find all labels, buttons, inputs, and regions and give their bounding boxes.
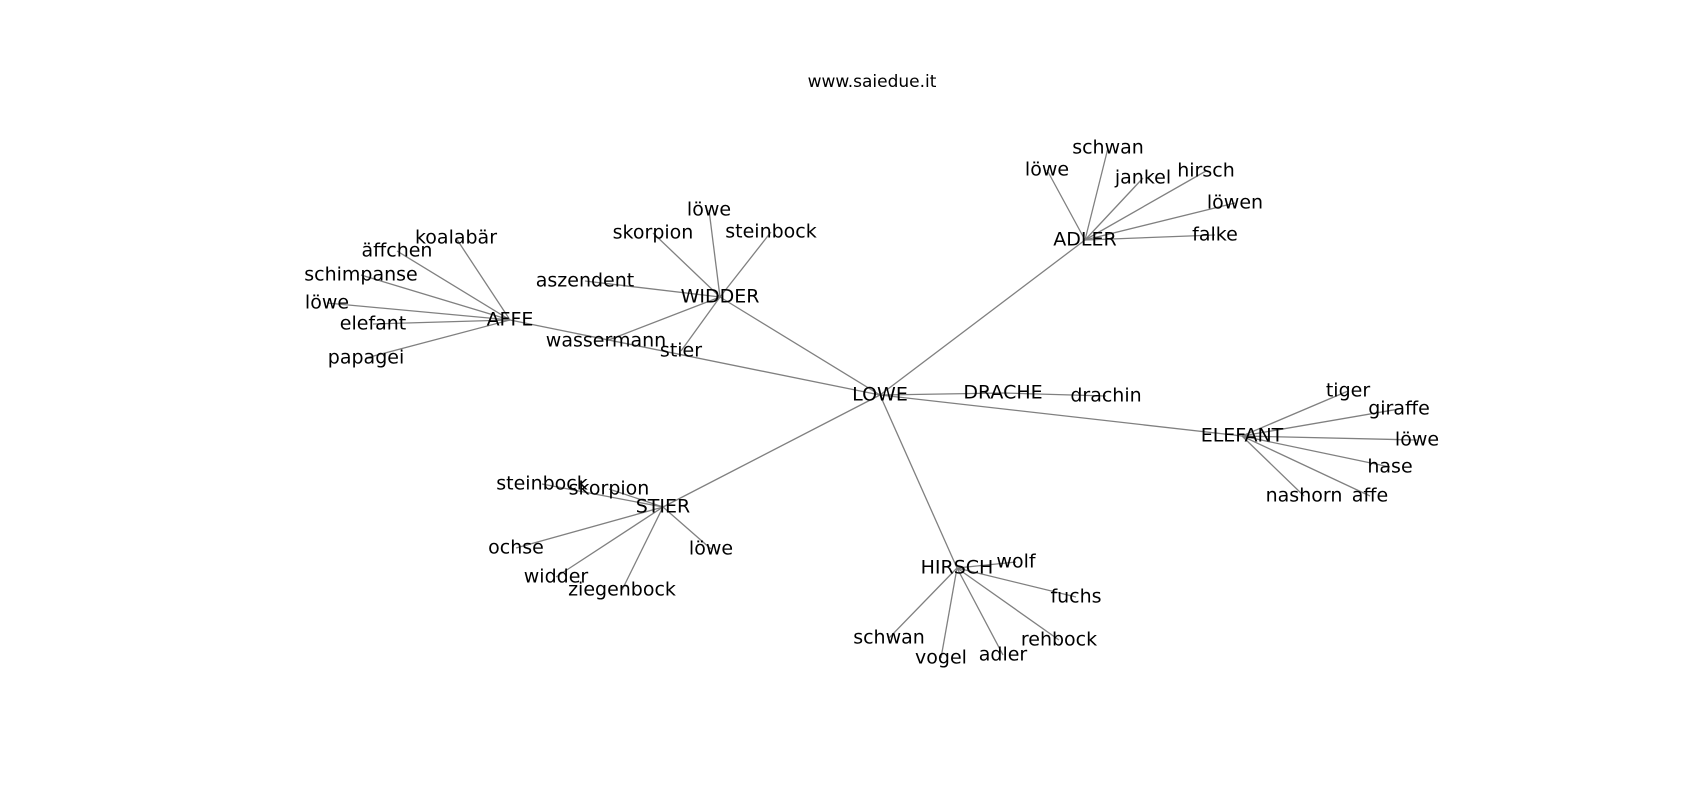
- edge-adler-adler_schwan: [1084, 147, 1109, 241]
- node-affe-elefant: elefant: [340, 313, 406, 335]
- node-hirsch-fuchs: fuchs: [1050, 586, 1101, 608]
- edge-hirsch-hirsch_vogel: [940, 567, 958, 659]
- edge-adler-adler_falke: [1084, 234, 1216, 241]
- node-hirsch-schwan: schwan: [853, 627, 925, 649]
- node-widder: WIDDER: [681, 286, 760, 308]
- edge-widder-widder_wassermann: [605, 296, 721, 342]
- node-elefant-hase: hase: [1367, 456, 1412, 478]
- node-elefant-nashorn: nashorn: [1266, 485, 1343, 507]
- edge-stier-stier_ochse: [515, 506, 664, 549]
- node-widder-steinbock: steinbock: [725, 221, 817, 243]
- edge-stier-stier_lowe: [662, 506, 712, 550]
- edge-elefant-elefant_nashorn: [1241, 435, 1305, 497]
- node-stier-ochse: ochse: [488, 537, 544, 559]
- edge-lowe-affe: [509, 319, 881, 396]
- edge-widder-widder_skorpion: [652, 232, 721, 298]
- edge-elefant-elefant_tiger: [1241, 390, 1349, 437]
- edge-widder-widder_steinbock: [719, 231, 772, 298]
- edge-hirsch-hirsch_wolf: [956, 561, 1017, 569]
- edge-lowe-widder: [719, 296, 881, 396]
- node-elefant: ELEFANT: [1201, 425, 1284, 447]
- node-stier-widder: widder: [524, 566, 589, 588]
- edge-widder-widder_aszendent: [584, 280, 721, 298]
- node-hirsch: HIRSCH: [921, 557, 994, 579]
- edge-hirsch-hirsch_adler: [956, 567, 1004, 656]
- edge-layer: [326, 147, 1418, 659]
- node-affe: AFFE: [487, 309, 534, 331]
- node-adler-lowen: löwen: [1207, 192, 1263, 214]
- node-stier-ziegenbock: ziegenbock: [568, 579, 676, 601]
- node-elefant-affe: affe: [1352, 485, 1388, 507]
- edge-elefant-elefant_giraffe: [1241, 408, 1400, 437]
- edge-widder-widder_lowe: [708, 209, 721, 298]
- edge-lowe-stier: [662, 394, 881, 508]
- edge-lowe-adler: [879, 239, 1086, 396]
- node-adler-lowe: löwe: [1025, 159, 1069, 181]
- edge-elefant-elefant_affe: [1241, 435, 1371, 497]
- edge-hirsch-hirsch_rehbock: [956, 567, 1060, 641]
- edge-stier-stier_ziegenbock: [621, 506, 664, 591]
- edge-stier-stier_steinbock: [541, 483, 664, 508]
- node-adler-schwan: schwan: [1072, 137, 1144, 159]
- node-adler-jankel: jankel: [1114, 167, 1171, 189]
- node-stier-skorpion: skorpion: [569, 478, 650, 500]
- node-adler-hirsch: hirsch: [1177, 160, 1235, 182]
- node-hirsch-adler: adler: [979, 644, 1028, 666]
- edge-affe-affe_elefant: [372, 319, 511, 325]
- edge-affe-affe_affchen: [396, 250, 511, 321]
- node-affe-lowe: löwe: [305, 292, 349, 314]
- edge-adler-adler_hirsch: [1084, 170, 1207, 241]
- node-widder-lowe: löwe: [687, 199, 731, 221]
- node-affe-papagei: papagei: [328, 347, 404, 369]
- edge-hirsch-hirsch_fuchs: [956, 567, 1077, 598]
- node-stier: STIER: [636, 496, 690, 518]
- node-widder-wassermann: wassermann: [546, 330, 666, 352]
- edge-adler-adler_lowen: [1084, 202, 1236, 241]
- edge-elefant-elefant_lowe: [1241, 435, 1418, 441]
- edge-stier-stier_skorpion: [608, 488, 664, 508]
- edge-lowe-elefant: [879, 394, 1243, 437]
- edge-affe-affe_koalabar: [455, 237, 511, 321]
- node-hirsch-vogel: vogel: [915, 647, 967, 669]
- diagram-title: www.saiedue.it: [808, 72, 937, 92]
- node-widder-aszendent: aszendent: [536, 270, 635, 292]
- node-affe-affchen: äffchen: [362, 240, 433, 262]
- node-lowe: LOWE: [852, 384, 908, 406]
- edge-elefant-elefant_hase: [1241, 435, 1391, 468]
- edge-affe-affe_schimpanse: [360, 274, 511, 321]
- node-hirsch-rehbock: rehbock: [1021, 629, 1097, 651]
- edge-lowe-drache: [879, 392, 1004, 396]
- node-elefant-giraffe: giraffe: [1368, 398, 1430, 420]
- node-elefant-tiger: tiger: [1326, 380, 1370, 402]
- edge-adler-adler_lowe: [1046, 169, 1086, 241]
- node-hirsch-wolf: wolf: [996, 551, 1036, 573]
- node-affe-koalabar: koalabär: [415, 227, 497, 249]
- edge-affe-affe_papagei: [365, 319, 511, 359]
- node-affe-schimpanse: schimpanse: [304, 264, 418, 286]
- edge-affe-affe_lowe: [326, 302, 511, 321]
- node-adler-falke: falke: [1192, 224, 1238, 246]
- node-layer: LOWE ADLER WIDDER AFFE STIER HIRSCH DRACHE ELEF…: [304, 137, 1439, 669]
- node-stier-steinbock: steinbock: [496, 473, 588, 495]
- edge-lowe-hirsch: [879, 394, 958, 569]
- node-drache: DRACHE: [963, 382, 1042, 404]
- node-elefant-lowe: löwe: [1395, 429, 1439, 451]
- edge-adler-adler_jankel: [1084, 177, 1144, 241]
- edge-hirsch-hirsch_schwan: [888, 567, 958, 639]
- edge-stier-stier_widder: [555, 506, 664, 578]
- edge-drache-drache_drachin: [1002, 392, 1107, 397]
- node-drache-drachin: drachin: [1070, 385, 1141, 407]
- node-widder-skorpion: skorpion: [613, 222, 694, 244]
- node-widder-stier: stier: [660, 340, 702, 362]
- edge-widder-widder_stier: [680, 296, 721, 352]
- node-adler: ADLER: [1053, 229, 1116, 251]
- node-stier-lowe: löwe: [689, 538, 733, 560]
